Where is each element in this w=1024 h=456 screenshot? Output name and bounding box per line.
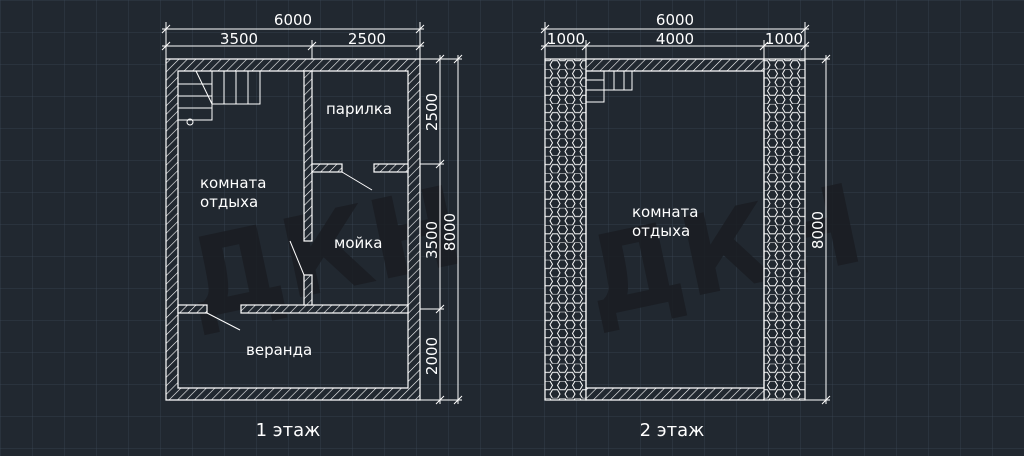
- floor1-steam-wall-right: [373, 163, 409, 173]
- floor2-dim-total-height: 8000: [809, 211, 827, 249]
- floor2-dim-total-width: 6000: [656, 11, 694, 29]
- floor1-caption: 1 этаж: [256, 420, 321, 441]
- floor2-dim-right-width: 1000: [765, 30, 803, 48]
- floor1-dim-total-width: 6000: [274, 11, 312, 29]
- floor1-partition-upper: [303, 70, 313, 242]
- floor1-room-steam: парилка: [326, 100, 392, 118]
- floor1-plan: 6000 3500 2500 2500 3500 2000 8000 парил…: [161, 11, 463, 441]
- floor1-door-veranda: [206, 312, 241, 331]
- floor1-staircase: [178, 70, 261, 126]
- floor1-door-wash: [289, 240, 305, 276]
- floor1-dim-right-width: 2500: [348, 30, 386, 48]
- floor1-dim-total-height: 8000: [441, 213, 459, 251]
- floor1-room-rest-line1: комната: [200, 174, 266, 192]
- watermark-right: ДКН: [573, 160, 873, 343]
- floor1-top-dims: [161, 22, 425, 59]
- floor2-right-insulation: [763, 58, 806, 401]
- floor1-door-steam: [341, 171, 373, 191]
- floor2-staircase: [586, 71, 633, 103]
- floor2-dim-mid-width: 4000: [656, 30, 694, 48]
- floor2-top-dims: [540, 22, 810, 59]
- floor1-dim-bottom-height: 2000: [423, 337, 441, 375]
- floor1-veranda-wall-left: [177, 304, 208, 314]
- floor2-caption: 2 этаж: [640, 420, 705, 441]
- floor1-room-wash: мойка: [334, 234, 383, 252]
- floor1-room-veranda: веранда: [246, 341, 312, 359]
- floor2-room-wall: [585, 58, 765, 401]
- floor1-dim-left-width: 3500: [220, 30, 258, 48]
- floor2-left-insulation: [544, 58, 587, 401]
- floor1-partition-lower: [303, 274, 313, 306]
- floor1-right-dims: [420, 54, 463, 405]
- floor1-veranda-wall-right: [240, 304, 409, 314]
- floor2-room-rest-line1: комната: [632, 203, 698, 221]
- floor2-plan: 6000 1000 4000 1000 8000 комната отдыха …: [540, 11, 831, 441]
- floor2-dim-left-width: 1000: [547, 30, 585, 48]
- floor1-dim-top-height: 2500: [423, 93, 441, 131]
- floor2-room-rest-line2: отдыха: [632, 222, 690, 240]
- floor1-steam-wall-left: [311, 163, 343, 173]
- floor1-dim-mid-height: 3500: [423, 221, 441, 259]
- floor1-room-rest-line2: отдыха: [200, 193, 258, 211]
- floor2-right-dims: [805, 54, 831, 405]
